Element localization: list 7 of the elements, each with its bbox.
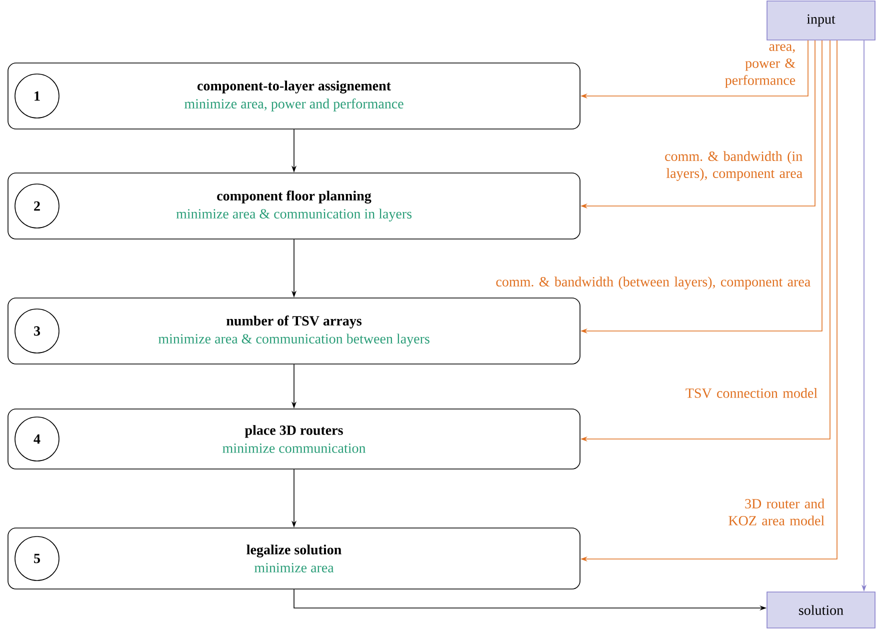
edge-label: 3D router and KOZ area model bbox=[728, 498, 824, 526]
edge-label: TSV connection model bbox=[686, 388, 818, 398]
terminal-box: input bbox=[766, 0, 876, 40]
edge-label: comm. & bandwidth (between layers), component area bbox=[496, 276, 810, 290]
edge-label: area, power & performance bbox=[725, 44, 796, 88]
terminal-box: solution bbox=[766, 592, 876, 628]
edge-label: comm. & bandwidth (in layers), component area bbox=[665, 151, 802, 181]
